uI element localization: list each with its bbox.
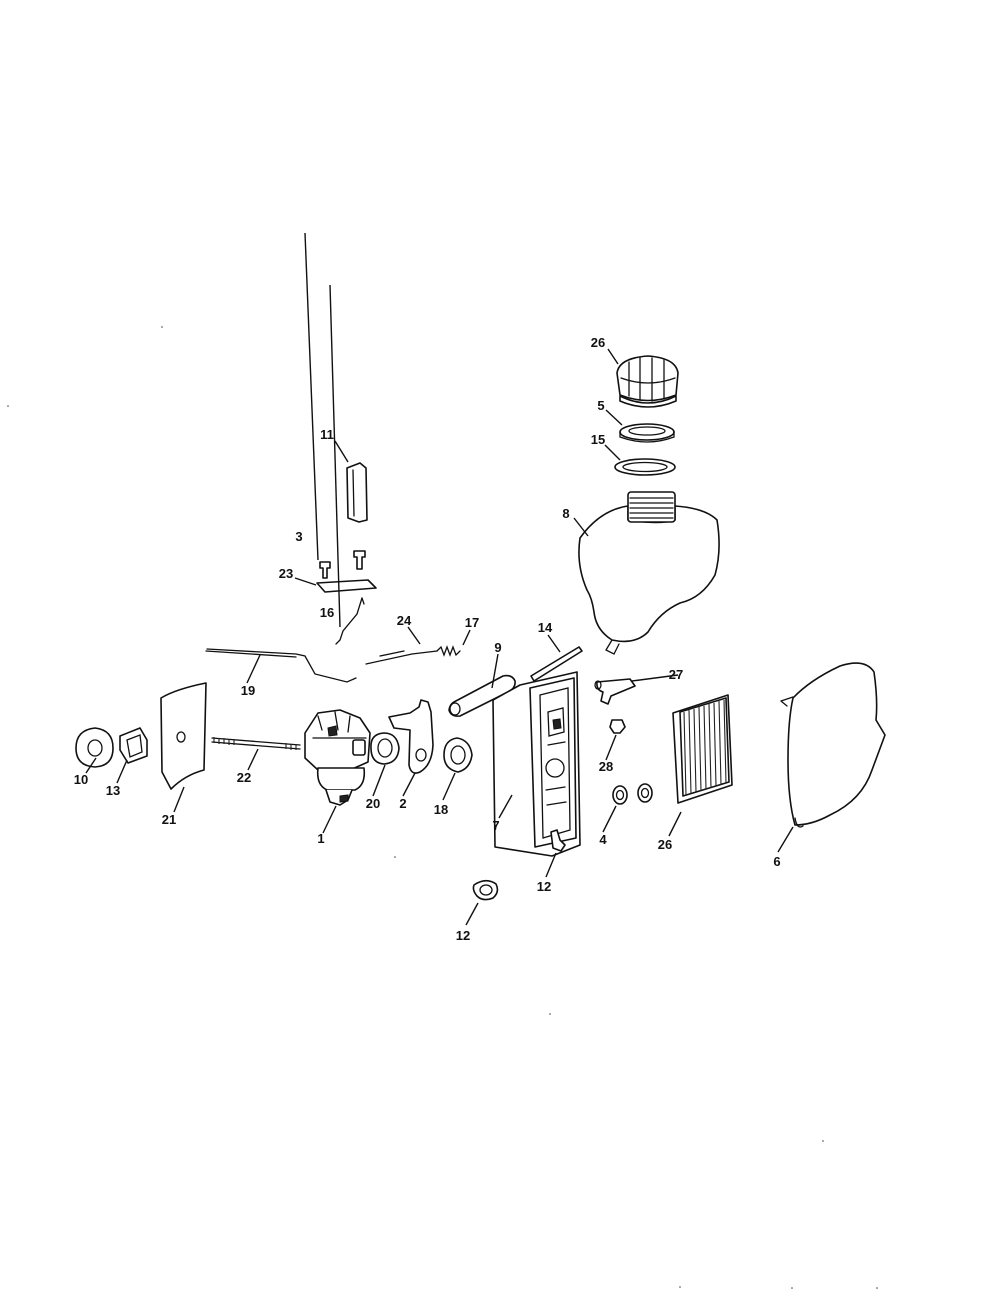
mounting-screws [319, 550, 366, 579]
intake-gasket [75, 727, 114, 768]
callout-12-lower: 12 [456, 928, 470, 943]
callout-22: 22 [237, 770, 251, 785]
callout-leaders [85, 232, 794, 926]
control-bracket [316, 579, 377, 593]
callout-24: 24 [397, 613, 412, 628]
callout-12-upper: 12 [537, 879, 551, 894]
carburetor-bracket [388, 699, 434, 774]
elbow-gasket [443, 737, 473, 773]
air-cleaner-cover [780, 662, 886, 828]
return-spring [436, 645, 461, 657]
callout-14: 14 [538, 620, 553, 635]
fuel-tank [578, 491, 720, 655]
callout-21: 21 [162, 812, 176, 827]
callout-7: 7 [492, 818, 499, 833]
heat-shield-plate [160, 682, 207, 790]
ring-nut [619, 423, 675, 443]
callout-26-bottom: 26 [658, 837, 672, 852]
breather-tube [530, 646, 583, 682]
callout-27: 27 [669, 667, 683, 682]
callout-3: 3 [295, 529, 302, 544]
callout-2: 2 [399, 796, 406, 811]
callout-20: 20 [366, 796, 380, 811]
callout-17: 17 [465, 615, 479, 630]
callout-11: 11 [320, 427, 334, 442]
callout-6: 6 [773, 854, 780, 869]
callout-4: 4 [599, 832, 607, 847]
hose-clip-upper [550, 829, 566, 852]
governor-rod [205, 648, 357, 683]
hose-clip-lower [472, 879, 499, 901]
callout-23: 23 [279, 566, 293, 581]
callout-18: 18 [434, 802, 448, 817]
carburetor-studs [211, 737, 301, 750]
callout-15: 15 [591, 432, 605, 447]
callout-16: 16 [320, 605, 334, 620]
choke-link [335, 597, 365, 645]
air-filter-element [672, 694, 733, 804]
linkage-cover-plate [346, 462, 368, 523]
callout-8: 8 [562, 506, 569, 521]
gasket-ring [614, 458, 676, 476]
callout-26-top: 26 [591, 335, 605, 350]
callout-10: 10 [74, 772, 88, 787]
callout-9: 9 [494, 640, 501, 655]
air-cleaner-base [492, 671, 581, 857]
carburetor [304, 709, 371, 806]
callout-28: 28 [599, 759, 613, 774]
filter-screw [609, 719, 626, 734]
callout-1: 1 [317, 831, 324, 846]
carburetor-gasket [370, 732, 400, 765]
callout-13: 13 [106, 783, 120, 798]
air-cleaner-knob [616, 355, 679, 408]
throttle-rod [365, 650, 438, 665]
elbow-hose [594, 678, 636, 705]
callout-labels: 26 5 15 8 11 3 23 16 24 17 14 9 27 19 10… [74, 335, 781, 943]
scan-specks [7, 326, 878, 1289]
callout-5: 5 [597, 398, 604, 413]
callout-19: 19 [241, 683, 255, 698]
flange-nuts [612, 783, 653, 805]
intake-spacer [119, 727, 148, 764]
